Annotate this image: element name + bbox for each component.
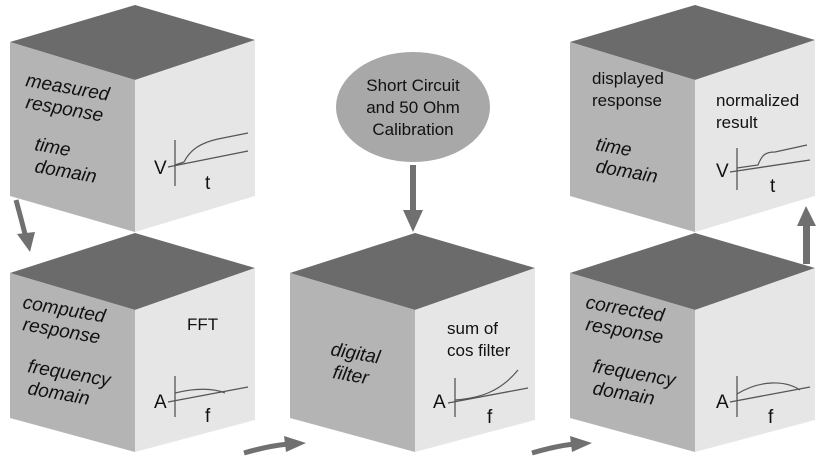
calibration-line-1: Short Circuit: [366, 76, 460, 95]
x-axis-label: f: [768, 407, 774, 428]
calibration-line-3: Calibration: [372, 120, 453, 139]
cube-displayed-response: displayed response time domain normalize…: [570, 5, 815, 232]
cube-computed-response: computed response frequency domain FFT A…: [10, 233, 255, 452]
y-axis-label: V: [716, 161, 729, 182]
cube-right-face: [135, 268, 255, 452]
down-arrow-icon: [403, 165, 423, 232]
cube-top-face: [570, 233, 815, 310]
right-title-line-1: normalized: [716, 91, 799, 110]
cube-right-face: [695, 40, 815, 232]
cube-left-face: [10, 42, 135, 232]
cube-top-face: [10, 233, 255, 310]
cube-measured-response: measured response time domain V t: [10, 5, 255, 232]
y-axis-label: A: [433, 392, 446, 413]
y-axis-label: A: [154, 392, 167, 413]
x-axis: [729, 386, 811, 403]
cube-left-face: [10, 273, 135, 452]
cos-filter-curve: [454, 369, 519, 401]
left-label-line-2: response: [592, 91, 662, 110]
normalized-time-plot: V t: [716, 144, 811, 197]
right-arrow-icon: [531, 436, 592, 456]
step-response-curve: [174, 132, 249, 166]
x-axis-label: t: [770, 176, 776, 197]
calibration-ellipse: [336, 52, 490, 162]
y-axis-label: A: [716, 392, 729, 413]
right-title-line-2: result: [716, 113, 758, 132]
normalized-step-curve: [736, 144, 808, 169]
filter-response-plot: A f: [433, 369, 529, 428]
x-axis-label: f: [205, 406, 211, 427]
corrected-spectrum-curve: [736, 382, 801, 395]
down-arrow-icon: [13, 199, 35, 252]
x-axis: [167, 150, 249, 168]
cube-top-face: [570, 5, 815, 80]
x-axis: [167, 386, 249, 403]
cube-corrected-response: corrected response frequency domain A f: [570, 233, 815, 452]
frequency-domain-plot: A f: [154, 376, 249, 427]
y-axis-label: V: [154, 158, 167, 179]
cube-right-face: [695, 268, 815, 452]
right-title-line-1: sum of: [447, 319, 498, 338]
calibration-bubble: Short Circuit and 50 Ohm Calibration: [336, 52, 490, 162]
cube-left-face: [570, 42, 695, 232]
x-axis-label: f: [487, 407, 493, 428]
time-domain-plot: V t: [154, 132, 249, 194]
cube-top-face: [10, 5, 255, 80]
left-label-line-1: displayed: [592, 69, 664, 88]
right-title-line-2: cos filter: [447, 341, 511, 360]
x-axis: [729, 159, 811, 173]
cube-right-face: [135, 40, 255, 232]
spectrum-curve: [174, 388, 226, 394]
x-axis: [447, 387, 529, 404]
x-axis-label: t: [205, 173, 211, 194]
calibration-line-2: and 50 Ohm: [366, 98, 460, 117]
up-arrow-icon: [797, 206, 816, 264]
cube-top-face: [290, 233, 535, 310]
right-arrow-icon: [243, 436, 306, 456]
cube-left-face: [570, 273, 695, 452]
corrected-spectrum-plot: A f: [716, 376, 811, 428]
right-title-line-1: FFT: [187, 315, 218, 334]
flow-arrows: [13, 165, 816, 456]
cube-right-face: [415, 268, 535, 452]
cube-digital-filter: digital filter sum of cos filter A f: [290, 233, 535, 452]
cube-left-face: [290, 273, 415, 452]
